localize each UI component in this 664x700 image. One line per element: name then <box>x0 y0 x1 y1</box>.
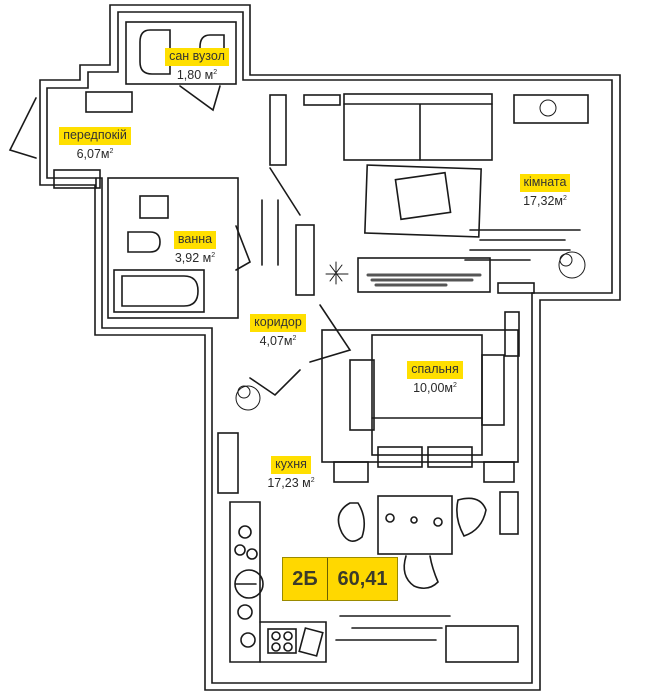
room-name: сан вузол <box>165 48 229 66</box>
room-label-kitchen: кухня 17,23 м2 <box>256 456 326 489</box>
room-name: спальня <box>407 361 463 379</box>
room-area: 6,07м2 <box>76 146 114 161</box>
room-name: кімната <box>519 174 571 192</box>
room-area: 10,00м2 <box>413 380 457 395</box>
bath-walls <box>107 177 251 319</box>
bedroom-furniture <box>321 329 519 483</box>
room-label-bedroom: спальня 10,00м2 <box>395 361 475 394</box>
hall-walls <box>8 91 133 189</box>
room-name: ванна <box>173 231 217 249</box>
outer-walls <box>39 4 621 691</box>
corridor-walls <box>249 199 520 397</box>
tv-unit <box>366 273 482 287</box>
room-area: 17,23 м2 <box>267 475 315 490</box>
room-area: 17,32м2 <box>523 193 567 208</box>
kitchen-furniture <box>217 432 519 663</box>
apartment-total-area: 60,41 <box>337 567 388 590</box>
plant-decor <box>235 99 586 411</box>
apartment-badge: 2Б 60,41 <box>282 557 398 601</box>
room-area: 4,07м2 <box>259 333 297 348</box>
room-name: кухня <box>271 456 311 474</box>
room-label-corridor: коридор 4,07м2 <box>238 314 318 347</box>
room-label-living: кімната 17,32м2 <box>505 174 585 207</box>
apartment-type: 2Б <box>283 558 328 600</box>
living-room-furniture <box>269 93 589 296</box>
room-name: коридор <box>250 314 306 332</box>
room-label-wc: сан вузол 1,80 м2 <box>157 48 237 81</box>
room-area: 3,92 м2 <box>174 250 216 265</box>
room-area: 1,80 м2 <box>176 67 218 82</box>
room-label-bath: ванна 3,92 м2 <box>160 231 230 264</box>
room-label-hall: передпокій 6,07м2 <box>50 127 140 160</box>
room-name: передпокій <box>59 127 131 145</box>
